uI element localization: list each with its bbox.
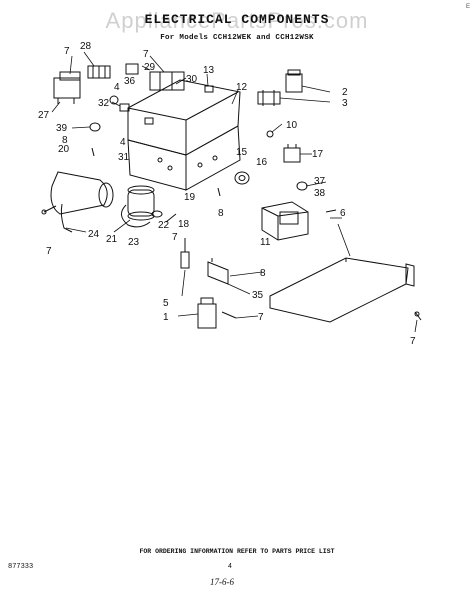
callout-13: 13 <box>203 65 215 76</box>
callout-11: 11 <box>260 237 271 248</box>
part-37 <box>296 181 308 191</box>
callout-7b: 7 <box>143 49 149 60</box>
callout-7a: 7 <box>64 46 70 57</box>
callout-27: 27 <box>38 110 50 121</box>
callout-37: 37 <box>314 176 326 187</box>
cover-plate-6 <box>269 257 415 323</box>
callout-7c: 7 <box>172 232 178 243</box>
bracket-24 <box>60 203 73 233</box>
callout-5: 5 <box>163 298 169 309</box>
part-39 <box>89 122 101 132</box>
fuse-holder-5 <box>180 238 190 269</box>
screw-13 <box>204 85 214 93</box>
callout-7f: 7 <box>410 336 416 347</box>
callout-39: 39 <box>56 123 68 134</box>
callout-21: 21 <box>106 234 118 245</box>
clip-32 <box>119 103 130 112</box>
callout-35: 35 <box>252 290 264 301</box>
watermark: AppliancePartsPros.com <box>105 8 369 33</box>
callout-36: 36 <box>124 76 136 87</box>
callout-6: 6 <box>340 208 346 219</box>
callout-4a: 4 <box>114 82 120 93</box>
callout-16: 16 <box>256 157 268 168</box>
fan-motor-23 <box>121 185 155 228</box>
transformer-11 <box>261 201 309 241</box>
callout-labels: 7 28 7 29 30 13 12 2 3 4 36 27 32 39 8 2… <box>38 41 416 347</box>
callout-1: 1 <box>163 312 169 323</box>
callout-30: 30 <box>186 74 198 85</box>
chassis-box <box>127 79 241 191</box>
ordering-note: FOR ORDERING INFORMATION REFER TO PARTS … <box>139 548 335 555</box>
callout-2: 2 <box>342 87 348 98</box>
thermostat-15 <box>234 171 250 185</box>
corner-mark: E <box>465 4 470 10</box>
callout-18: 18 <box>178 219 190 230</box>
capacitor-17 <box>283 144 301 163</box>
callout-10: 10 <box>286 120 298 131</box>
callout-8b: 8 <box>218 208 224 219</box>
handwritten-date: 17-6-6 <box>210 577 234 587</box>
callout-22: 22 <box>158 220 170 231</box>
screws <box>41 147 422 321</box>
callout-38: 38 <box>314 188 326 199</box>
terminal-3 <box>257 90 281 106</box>
callout-32: 32 <box>98 98 110 109</box>
callout-19: 19 <box>184 192 196 203</box>
model-subtitle: For Models CCH12WEK and CCH12WSK <box>160 34 314 42</box>
callout-4b: 4 <box>120 137 126 148</box>
part-10 <box>266 130 274 138</box>
callout-12: 12 <box>236 82 248 93</box>
callout-15: 15 <box>236 147 248 158</box>
callout-7d: 7 <box>46 246 52 257</box>
clip-22 <box>151 210 163 218</box>
switch-30 <box>125 63 185 91</box>
page-number: 4 <box>228 563 232 570</box>
callout-24: 24 <box>88 229 100 240</box>
callout-28: 28 <box>80 41 92 52</box>
callout-7e: 7 <box>258 312 264 323</box>
callout-31: 31 <box>118 152 130 163</box>
relay-27 <box>53 71 81 104</box>
part-36 <box>109 95 119 105</box>
callout-8a: 8 <box>62 135 68 146</box>
switch-2 <box>285 69 303 93</box>
callout-20: 20 <box>58 144 70 155</box>
callout-23: 23 <box>128 237 140 248</box>
switch-35 <box>207 258 229 285</box>
callout-3: 3 <box>342 98 348 109</box>
callout-29: 29 <box>144 62 156 73</box>
document-code: 877333 <box>8 563 34 571</box>
terminal-block-28 <box>87 65 111 79</box>
page-title: ELECTRICAL COMPONENTS <box>144 12 330 27</box>
capacitor-20 <box>50 171 114 215</box>
leader-lines <box>51 51 418 333</box>
callout-17: 17 <box>312 149 324 160</box>
relay-1 <box>197 297 217 329</box>
callout-8c: 8 <box>260 268 266 279</box>
